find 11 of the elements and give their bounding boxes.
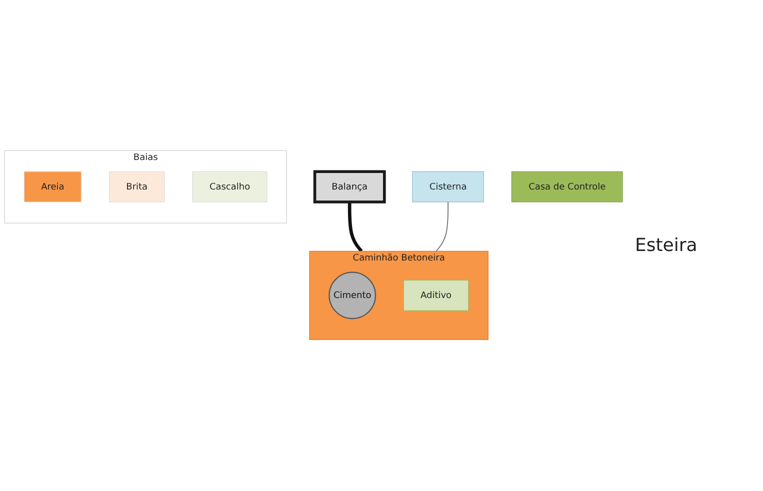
node-box: Balança: [313, 170, 386, 204]
node-box: Brita: [109, 172, 165, 203]
node-box: Aditivo: [403, 280, 469, 312]
node-box: Areia: [24, 172, 82, 203]
node-box: Casa de Controle: [511, 172, 623, 203]
node-circle: Cimento: [328, 272, 376, 320]
connector: [348, 202, 363, 253]
node-box: Cisterna: [412, 172, 484, 203]
conveyor-label: Esteira: [635, 235, 698, 256]
node-box: Cascalho: [192, 172, 268, 203]
connector: [436, 202, 448, 252]
